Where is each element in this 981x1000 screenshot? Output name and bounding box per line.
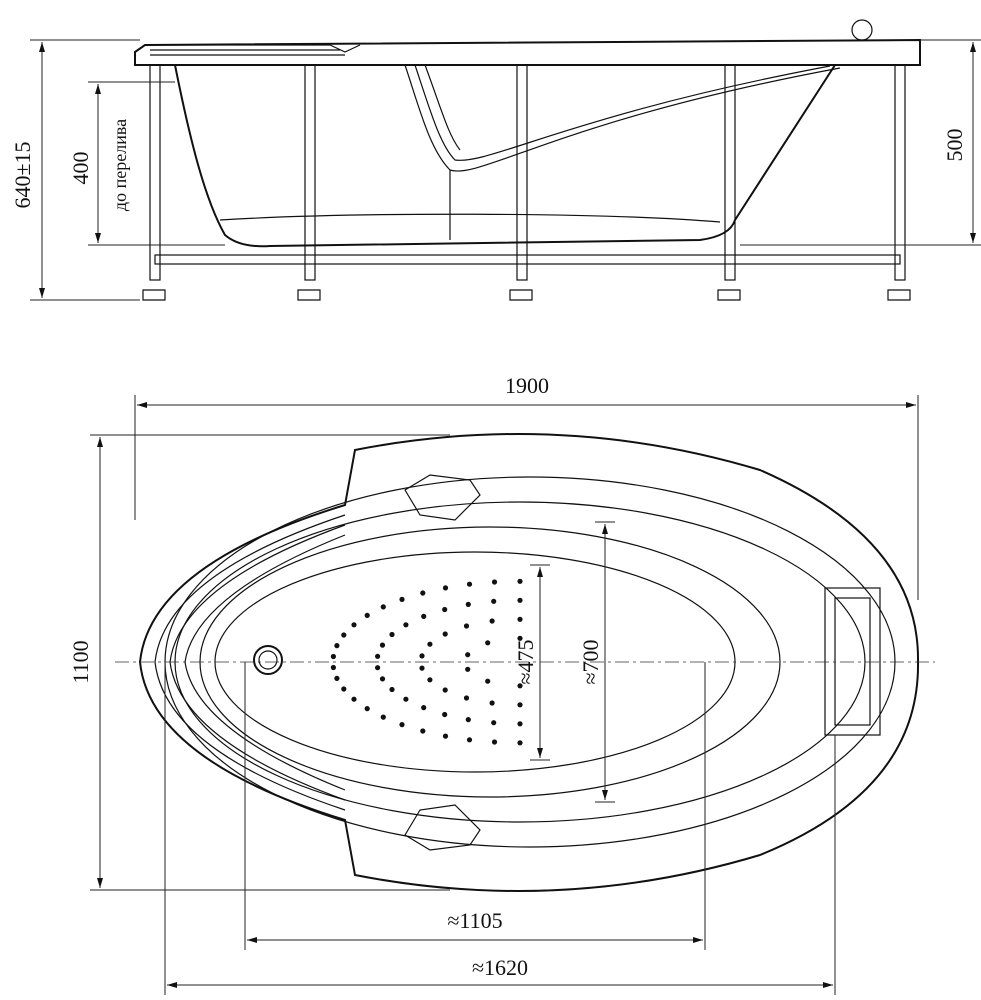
armrest-bottom [404, 804, 481, 851]
inner-length-small-label: ≈1105 [447, 908, 502, 933]
inner-length-large-label: ≈1620 [472, 955, 528, 980]
air-jet-dot [380, 714, 386, 720]
air-jet-dot [489, 618, 495, 624]
width-label: 1100 [68, 640, 93, 683]
length-label: 1900 [505, 373, 549, 398]
air-jet-dot [334, 675, 340, 682]
inner-width-small-label: ≈475 [513, 639, 538, 684]
overflow-caption: до перелива [110, 119, 130, 211]
air-jet-dot [517, 702, 523, 708]
drain [253, 645, 283, 675]
air-jet-dot [463, 623, 470, 629]
air-jet-dot [420, 728, 426, 734]
air-jet-dot [375, 653, 381, 659]
air-jet-dot [399, 722, 405, 728]
side-view: 640±15 400 до перелива 500 [10, 19, 981, 301]
air-jet-dot [489, 700, 495, 706]
air-jet-dot [399, 596, 405, 603]
tub-body [174, 64, 836, 248]
air-jet-dot [465, 652, 471, 658]
handle [851, 19, 873, 41]
air-jet-dot [442, 711, 448, 718]
backrest-contour [404, 64, 841, 172]
air-jet-dot [427, 677, 433, 683]
air-jet-dot [442, 733, 449, 739]
tub-rim [134, 38, 921, 66]
air-jet-dot [517, 683, 523, 689]
air-jet-dot [427, 641, 433, 647]
air-jet-dot [517, 721, 523, 727]
air-jet-dot [421, 613, 427, 620]
air-jet-dot [517, 597, 523, 603]
air-jet-dot [379, 676, 386, 682]
top-view: 1900 1100 ≈475 ≈700 ≈1105 ≈1620 [68, 373, 935, 995]
air-jet-dot [466, 737, 473, 743]
air-jet-dot [419, 653, 425, 659]
air-jet-dot [517, 578, 523, 584]
rim-height-label: 500 [942, 129, 967, 162]
air-jets [330, 578, 523, 746]
air-jet-dot [463, 695, 470, 701]
air-jet-dot [364, 612, 370, 619]
air-jet-dot [379, 642, 386, 648]
air-jet-dot [419, 665, 425, 671]
air-jet-dot [330, 653, 336, 660]
air-jet-dot [351, 622, 357, 628]
air-jet-dot [491, 739, 498, 745]
air-jet-dot [465, 601, 471, 608]
air-jet-dot [375, 665, 381, 671]
air-jet-dot [465, 666, 471, 672]
air-jet-dot [491, 579, 498, 585]
total-height-label: 640±15 [10, 141, 35, 208]
air-jet-dot [491, 598, 497, 604]
air-jet-dot [351, 696, 357, 702]
air-jet-dot [389, 686, 395, 693]
air-jet-dot [341, 686, 347, 692]
air-jet-dot [403, 622, 409, 628]
bottom-frame [154, 254, 901, 265]
armrest-top [404, 474, 481, 521]
air-jet-dot [389, 631, 395, 638]
air-jet-dot [442, 631, 448, 637]
air-jet-dot [341, 632, 347, 638]
air-jet-dot [403, 696, 409, 702]
legs [142, 64, 911, 301]
air-jet-dot [517, 740, 523, 746]
air-jet-dot [420, 590, 426, 596]
headrest [824, 587, 881, 736]
overflow-height-label: 400 [68, 152, 93, 185]
air-jet-dot [442, 687, 448, 693]
air-jet-dot [466, 581, 473, 587]
air-jet-dot [442, 585, 449, 591]
air-jet-dot [380, 604, 386, 610]
air-jet-dot [334, 643, 340, 649]
air-jet-dot [421, 705, 427, 711]
air-jet-dot [517, 635, 523, 641]
air-jet-dot [517, 616, 523, 622]
air-jet-dot [330, 664, 336, 671]
inner-width-large-label: ≈700 [578, 639, 603, 684]
air-jet-dot [442, 606, 448, 613]
air-jet-dot [364, 706, 370, 712]
air-jet-dot [485, 640, 491, 646]
air-jet-dot [485, 678, 491, 684]
air-jet-dot [465, 717, 471, 723]
air-jet-dot [491, 720, 497, 726]
